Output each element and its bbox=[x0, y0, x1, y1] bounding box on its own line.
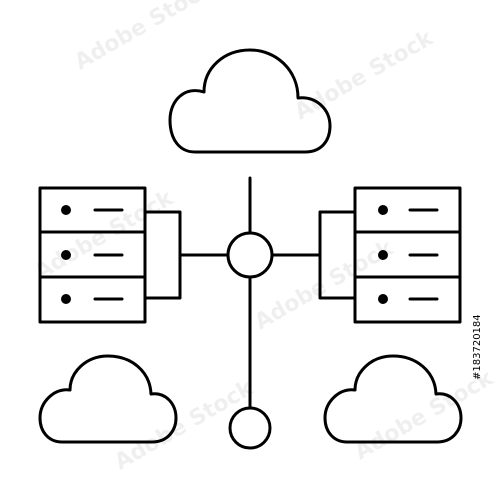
svg-text:Adobe Stock: Adobe Stock bbox=[291, 25, 439, 125]
network-hub-icon bbox=[226, 176, 274, 410]
cloud-icon bbox=[38, 354, 178, 444]
svg-text:Adobe Stock: Adobe Stock bbox=[111, 375, 259, 475]
connection-node-icon bbox=[228, 406, 272, 450]
cloud-icon bbox=[168, 48, 332, 154]
cloud-icon bbox=[323, 354, 463, 444]
server-rack-icon bbox=[38, 186, 230, 324]
server-rack-icon bbox=[270, 186, 462, 324]
svg-text:Adobe Stock: Adobe Stock bbox=[351, 365, 499, 465]
stock-id-label: #183720184 bbox=[472, 314, 483, 380]
svg-text:Adobe Stock: Adobe Stock bbox=[31, 185, 179, 285]
svg-text:Adobe Stock: Adobe Stock bbox=[71, 0, 219, 75]
